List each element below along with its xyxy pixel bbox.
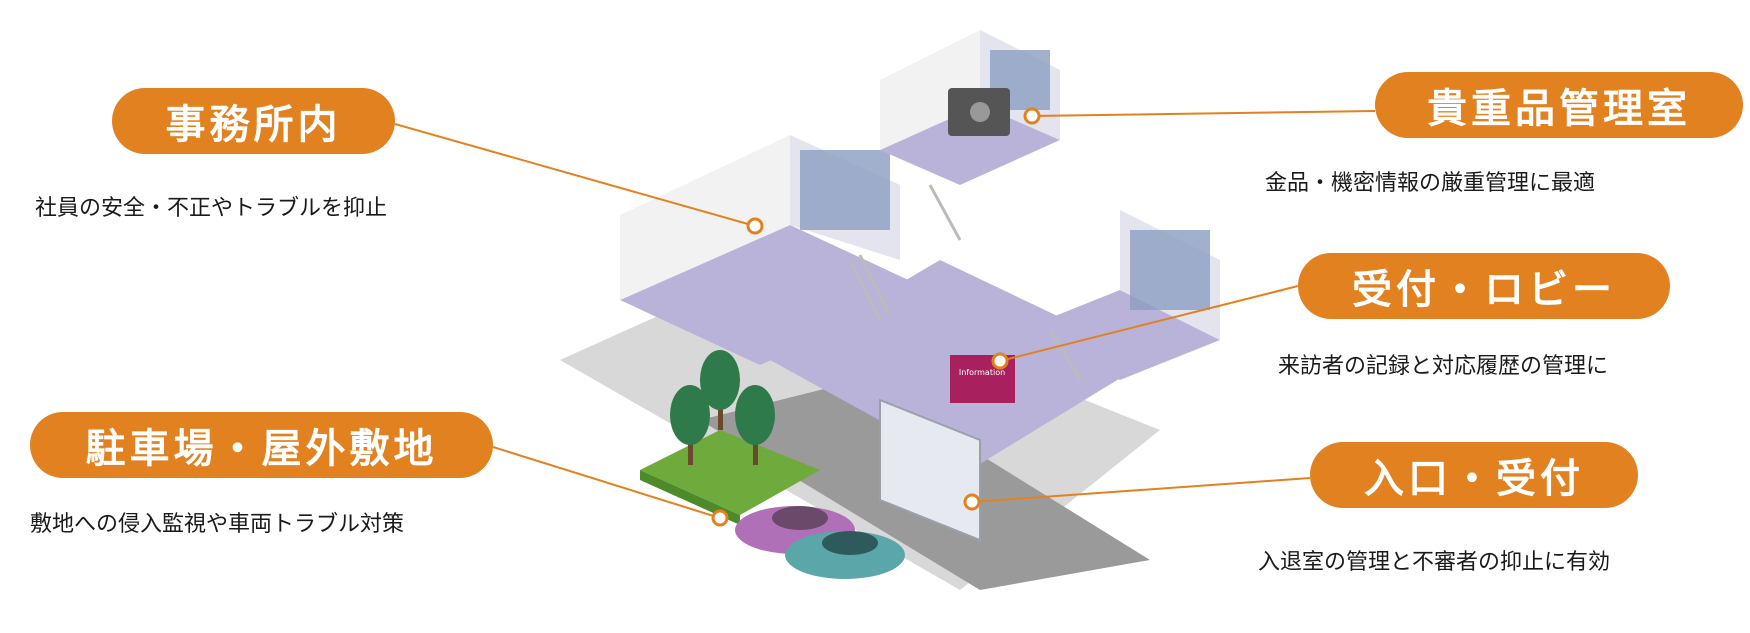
label-lobby: 受付・ロビー [1298,253,1670,319]
description-lobby: 来訪者の記録と対応履歴の管理に [1278,354,1609,379]
label-office: 事務所内 [112,88,395,154]
leader-entrance [971,477,1311,503]
description-parking: 敷地への侵入監視や車両トラブル対策 [30,512,405,537]
lobby-floor [1020,290,1220,380]
office-windows [800,150,890,230]
leader-parking [492,446,721,519]
office-floor [620,225,930,365]
car-teal [785,531,905,579]
lobby-windows [1130,230,1210,310]
office-wall [620,135,790,300]
lawn [640,430,820,515]
leader-valuables [1031,110,1376,117]
trees [670,350,775,465]
entrance-door [879,398,981,542]
description-entrance: 入退室の管理と不審者の抑止に有効 [1258,550,1611,575]
safe-dial [970,102,990,122]
label-parking: 駐車場・屋外敷地 [30,412,493,478]
label-entrance: 入口・受付 [1310,442,1638,508]
leader-office [394,123,756,227]
information-sign: Information [959,368,1005,377]
label-valuables: 貴重品管理室 [1375,72,1743,138]
valuables-wall [880,30,980,150]
valuables-floor [880,105,1060,185]
stairs [848,184,1082,381]
description-valuables: 金品・機密情報の厳重管理に最適 [1265,171,1596,196]
leader-lobby [999,285,1299,362]
description-office: 社員の安全・不正やトラブルを抑止 [35,196,388,221]
leader-lines [394,110,1376,519]
leader-endpoints [711,107,1041,527]
